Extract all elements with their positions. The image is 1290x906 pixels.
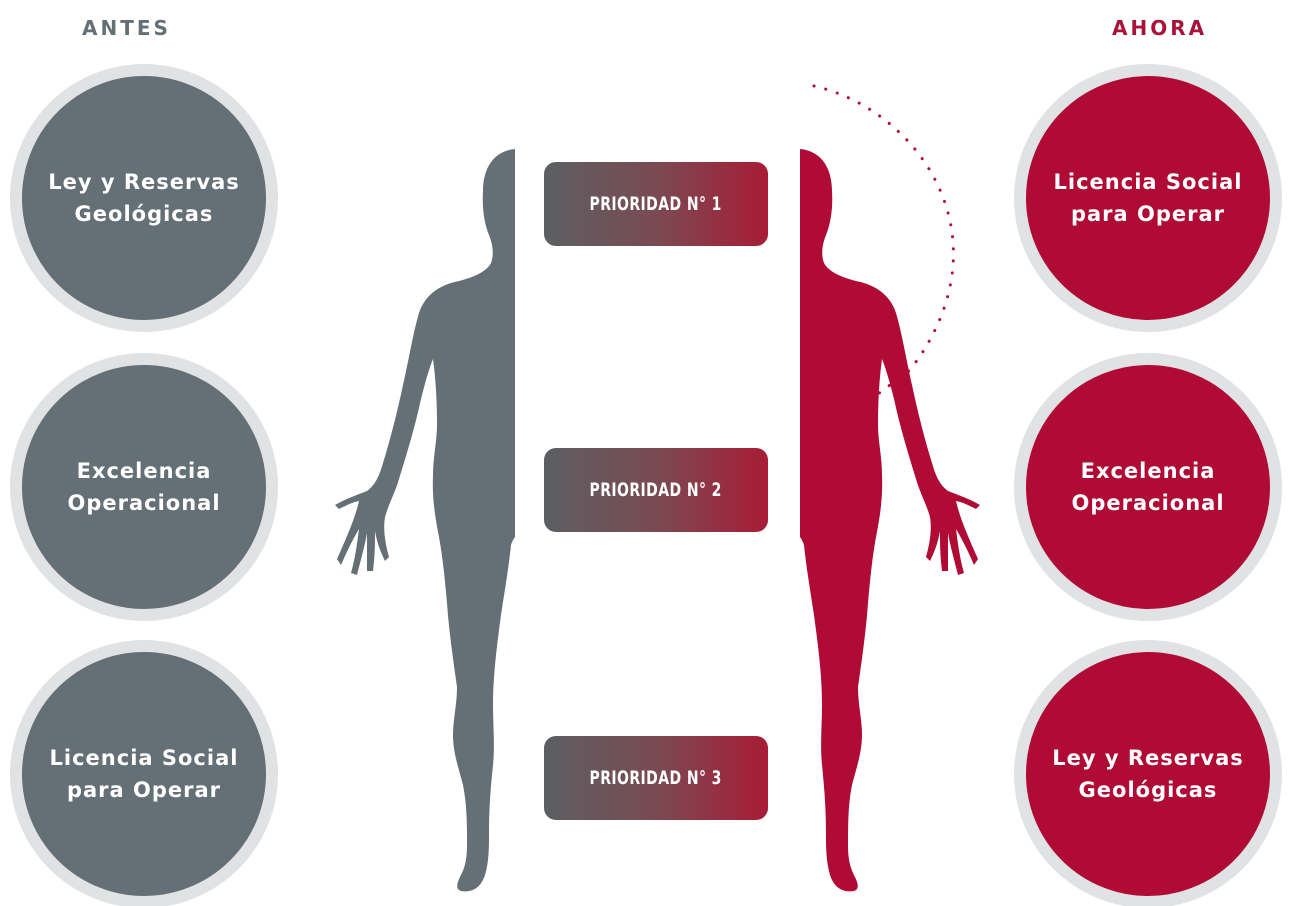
now-circle-1-label: Licencia Social para Operar <box>1053 170 1243 226</box>
priority-2-box: PRIORIDAD N° 2 <box>544 448 768 532</box>
now-circle-1: Licencia Social para Operar <box>1014 64 1282 332</box>
before-circle-1-label: Ley y Reservas Geológicas <box>48 170 240 226</box>
now-circle-3: Ley y Reservas Geológicas <box>1014 640 1282 906</box>
now-heading: AHORA <box>1112 16 1208 40</box>
priority-2-label: PRIORIDAD N° 2 <box>589 479 723 501</box>
before-heading: ANTES <box>82 16 171 40</box>
priority-3-label: PRIORIDAD N° 3 <box>589 767 723 789</box>
before-circle-1: Ley y Reservas Geológicas <box>10 64 278 332</box>
priority-1-label: PRIORIDAD N° 1 <box>589 193 723 215</box>
now-circle-3-label: Ley y Reservas Geológicas <box>1052 746 1244 802</box>
before-circle-2: Excelencia Operacional <box>10 353 278 621</box>
now-body-silhouette-icon <box>800 149 980 892</box>
now-circle-2-label: Excelencia Operacional <box>1071 459 1225 515</box>
priority-3-box: PRIORIDAD N° 3 <box>544 736 768 820</box>
dotted-arc <box>812 84 955 402</box>
before-circle-3: Licencia Social para Operar <box>10 640 278 906</box>
before-circle-3-label: Licencia Social para Operar <box>49 746 239 802</box>
before-circle-2-label: Excelencia Operacional <box>67 459 221 515</box>
now-circle-2: Excelencia Operacional <box>1014 353 1282 621</box>
priority-1-box: PRIORIDAD N° 1 <box>544 162 768 246</box>
before-body-silhouette-icon <box>335 149 515 892</box>
